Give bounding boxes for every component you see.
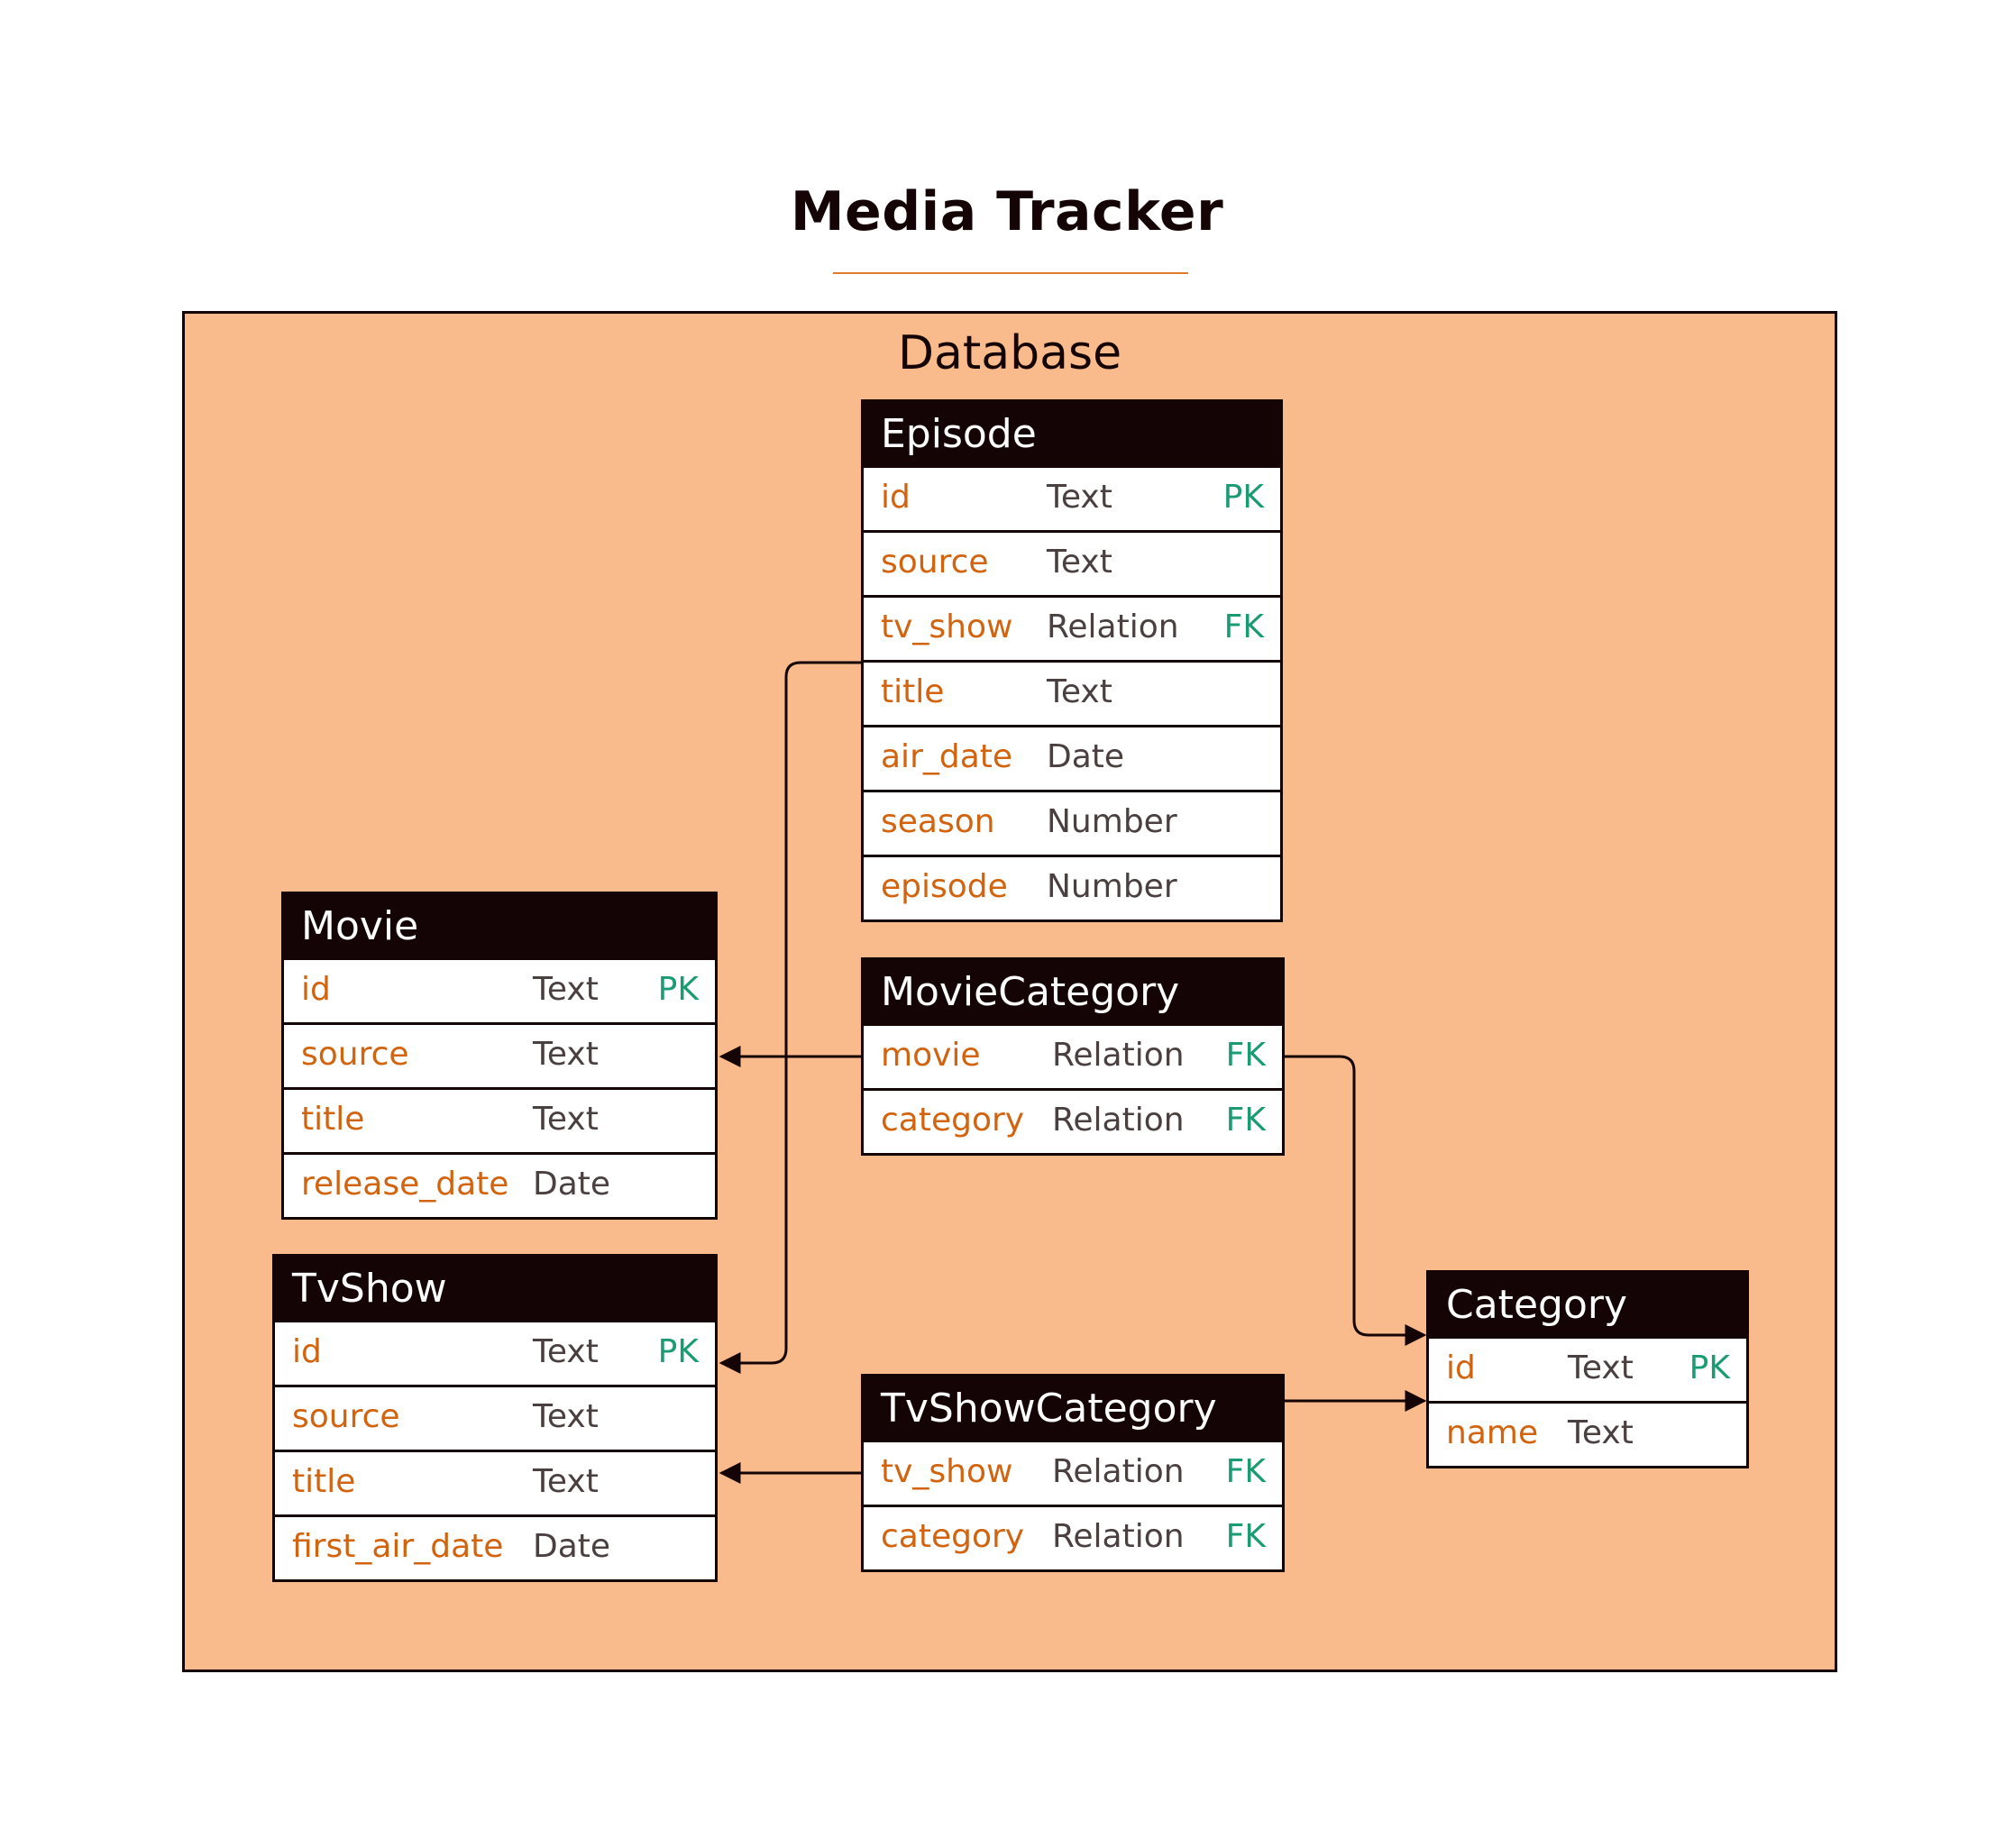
column-type: Text (1047, 544, 1112, 581)
foreign-key-badge: FK (1225, 1518, 1266, 1555)
primary-key-badge: PK (1689, 1349, 1730, 1386)
entity-moviecategory[interactable]: MovieCategory movie Relation FK category… (861, 957, 1285, 1156)
column-row[interactable]: season Number (864, 790, 1280, 855)
column-row[interactable]: release_date Date (284, 1152, 715, 1217)
primary-key-badge: PK (1222, 479, 1264, 516)
column-name: source (881, 544, 989, 581)
column-type: Relation (1052, 1102, 1185, 1139)
column-name: category (881, 1102, 1025, 1139)
primary-key-badge: PK (657, 971, 699, 1008)
column-type: Relation (1052, 1518, 1185, 1555)
column-name: air_date (881, 738, 1013, 775)
column-type: Number (1047, 868, 1177, 905)
column-name: season (881, 803, 995, 840)
entity-header: Category (1429, 1273, 1746, 1336)
foreign-key-badge: FK (1225, 1453, 1266, 1490)
column-name: title (301, 1101, 365, 1138)
column-type: Relation (1047, 608, 1179, 645)
column-name: movie (881, 1037, 981, 1074)
column-name: title (292, 1463, 356, 1500)
column-name: id (292, 1333, 322, 1370)
entity-tvshow[interactable]: TvShow id Text PK source Text title Text… (272, 1254, 718, 1582)
column-row[interactable]: id Text PK (864, 465, 1280, 530)
entity-episode[interactable]: Episode id Text PK source Text tv_show R… (861, 399, 1283, 922)
column-name: title (881, 673, 945, 710)
column-type: Text (533, 971, 599, 1008)
column-type: Number (1047, 803, 1177, 840)
column-row[interactable]: tv_show Relation FK (864, 1440, 1282, 1505)
column-type: Text (533, 1036, 599, 1073)
entity-header: Episode (864, 402, 1280, 465)
entity-tvshowcategory[interactable]: TvShowCategory tv_show Relation FK categ… (861, 1374, 1285, 1572)
column-row[interactable]: source Text (284, 1022, 715, 1087)
column-row[interactable]: category Relation FK (864, 1505, 1282, 1569)
entity-movie[interactable]: Movie id Text PK source Text title Text … (281, 892, 718, 1220)
column-row[interactable]: name Text (1429, 1401, 1746, 1466)
database-label: Database (897, 326, 1122, 380)
column-name: source (301, 1036, 409, 1073)
column-row[interactable]: air_date Date (864, 725, 1280, 790)
foreign-key-badge: FK (1223, 608, 1264, 645)
column-type: Text (533, 1101, 599, 1138)
relation-episode-tvshow (719, 661, 861, 1374)
column-name: id (1446, 1349, 1476, 1386)
column-name: id (881, 479, 911, 516)
column-type: Date (533, 1528, 611, 1565)
column-name: id (301, 971, 331, 1008)
column-name: release_date (301, 1166, 509, 1203)
column-type: Text (1568, 1414, 1634, 1451)
column-row[interactable]: title Text (864, 660, 1280, 725)
column-row[interactable]: category Relation FK (864, 1088, 1282, 1153)
column-row[interactable]: source Text (275, 1385, 715, 1450)
column-row[interactable]: tv_show Relation FK (864, 595, 1280, 660)
column-name: tv_show (881, 1453, 1013, 1490)
column-row[interactable]: id Text PK (275, 1320, 715, 1385)
column-row[interactable]: movie Relation FK (864, 1023, 1282, 1088)
column-row[interactable]: title Text (275, 1450, 715, 1514)
primary-key-badge: PK (657, 1333, 699, 1370)
entity-header: TvShowCategory (864, 1377, 1282, 1440)
foreign-key-badge: FK (1225, 1102, 1266, 1139)
column-type: Text (1047, 479, 1112, 516)
relation-moviecategory-category (1284, 1055, 1427, 1346)
column-row[interactable]: id Text PK (1429, 1336, 1746, 1401)
column-name: episode (881, 868, 1008, 905)
column-name: source (292, 1398, 400, 1435)
column-type: Text (533, 1398, 599, 1435)
entity-header: TvShow (275, 1257, 715, 1320)
column-type: Text (1568, 1349, 1634, 1386)
column-row[interactable]: title Text (284, 1087, 715, 1152)
column-row[interactable]: id Text PK (284, 957, 715, 1022)
foreign-key-badge: FK (1225, 1037, 1266, 1074)
column-row[interactable]: episode Number (864, 855, 1280, 919)
column-name: first_air_date (292, 1528, 504, 1565)
column-name: name (1446, 1414, 1539, 1451)
column-type: Date (533, 1166, 611, 1203)
column-type: Text (1047, 673, 1112, 710)
column-type: Relation (1052, 1037, 1185, 1074)
entity-category[interactable]: Category id Text PK name Text (1426, 1270, 1749, 1468)
column-name: tv_show (881, 608, 1013, 645)
title-underline (833, 272, 1188, 274)
entity-header: MovieCategory (864, 960, 1282, 1023)
column-type: Text (533, 1333, 599, 1370)
column-type: Relation (1052, 1453, 1185, 1490)
column-type: Date (1047, 738, 1125, 775)
entity-header: Movie (284, 894, 715, 957)
column-row[interactable]: source Text (864, 530, 1280, 595)
column-name: category (881, 1518, 1025, 1555)
diagram-title: Media Tracker (790, 180, 1224, 243)
column-type: Text (533, 1463, 599, 1500)
column-row[interactable]: first_air_date Date (275, 1514, 715, 1579)
